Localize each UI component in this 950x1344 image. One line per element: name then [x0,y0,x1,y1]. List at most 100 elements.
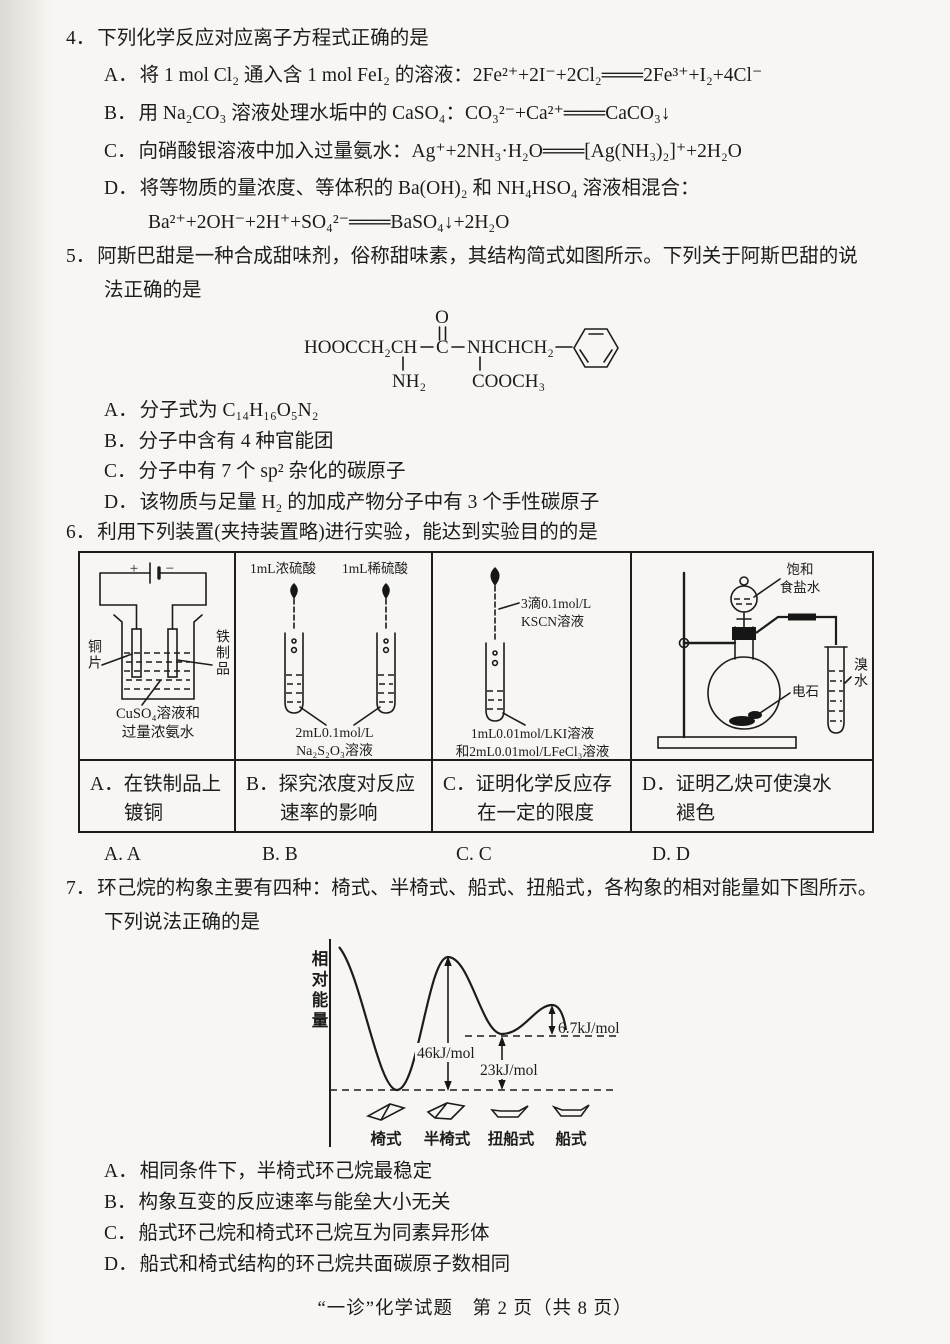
q7-option-b-label: B． [104,1192,137,1213]
q6-caption-b: B．探究浓度对反应 速率的影响 [236,761,433,831]
aspartame-structure-diagram: HOOCCH₂CH C O NHCHCH₂ NH₂ COOCH₃ [304,307,619,392]
q4-option-d-text: 将等物质的量浓度、等体积的 Ba(OH)₂ 和 NH₄HSO₄ 溶液相混合： [139,178,700,199]
q6-answer-c: C. C [456,844,492,865]
structure-carbonyl-o: O [435,307,449,328]
q7-option-d-label: D． [104,1254,138,1275]
bromine-water-label: 溴水 [852,657,867,689]
q4-option-b-label: B． [104,103,137,124]
iron-electrode-label: 铁制品 [214,629,229,677]
q4-option-a-text: 将 1 mol Cl₂ 通入含 1 mol FeI₂ 的溶液：2Fe²⁺+2I⁻… [139,65,763,86]
structure-amino-group: NH₂ [392,371,426,392]
energy-annotation-23: 23kJ/mol [480,1062,538,1079]
q4-stem: 4．下列化学反应对应离子方程式正确的是 [66,27,429,51]
q6-answer-b: B. B [262,844,298,865]
q6-stem: 6．利用下列装置(夹持装置略)进行实验，能达到实验目的的是 [66,521,598,545]
q4-option-b: B．用 Na₂CO₃ 溶液处理水垢中的 CaSO₄：CO₃²⁻+Ca²⁺═══C… [104,102,671,126]
q4-option-a: A．将 1 mol Cl₂ 通入含 1 mol FeI₂ 的溶液：2Fe²⁺+2… [104,64,762,88]
kscn-drop-label: 3滴0.1mol/L KSCN溶液 [521,596,592,629]
conformation-energy-diagram: 46kJ/mol 23kJ/mol 6.7kJ/mol 椅式 半椅式 扭船式 船… [329,939,620,1148]
calcium-carbide-label: 电石 [792,684,819,699]
q4-option-c-text: 向硝酸银溶液中加入过量氨水：Ag⁺+2NH₃·H₂O═══[Ag(NH₃)₂]⁺… [138,141,742,162]
q5-option-b: B．分子中含有 4 种官能团 [104,430,334,454]
battery-plus-sign: + [130,561,138,577]
q7-option-b: B．构象互变的反应速率与能垒大小无关 [104,1191,451,1215]
energy-axis-label: 相对能量 [309,950,327,1032]
q7-option-c-label: C． [104,1223,137,1244]
q7-number: 7． [66,878,96,899]
q7-option-c-text: 船式环己烷和椅式环己烷互为同素异形体 [138,1223,490,1244]
q5-option-b-text: 分子中含有 4 种官能团 [138,431,334,452]
q7-stem-text1: 环己烷的构象主要有四种：椅式、半椅式、船式、扭船式，各构象的相对能量如下图所示。 [97,878,878,899]
q5-stem-line1: 5．阿斯巴甜是一种合成甜味剂，俗称甜味素，其结构简式如图所示。下列关于阿斯巴甜的… [66,245,858,269]
q6-stem-text: 利用下列装置(夹持装置略)进行实验，能达到实验目的的是 [97,522,598,543]
q4-option-d-label: D． [104,178,138,199]
q5-option-a-text: 分子式为 C₁₄H₁₆O₅N₂ [139,400,319,421]
q6-cell-apparatus-d: 饱和 食盐水 电石 溴水 [632,553,872,761]
dropper-icon [490,567,500,667]
half-chair-conformer-icon [426,1102,466,1120]
chair-conformer-icon [365,1103,407,1121]
energy-annotation-6-7: 6.7kJ/mol [558,1020,620,1037]
structure-left-chain: HOOCCH₂CH [304,337,418,358]
q7-option-b-text: 构象互变的反应速率与能垒大小无关 [138,1192,451,1213]
q4-stem-text: 下列化学反应对应离子方程式正确的是 [97,28,429,49]
q6-cell-apparatus-c: 3滴0.1mol/L KSCN溶液 1mL0.01mol/LKI溶液 和2mL0… [433,553,632,761]
dropper-icon [382,583,390,654]
dilute-acid-label: 1mL稀硫酸 [342,561,408,576]
copper-electrode-label: 铜片 [86,639,101,671]
q7-option-c: C．船式环己烷和椅式环己烷互为同素异形体 [104,1222,490,1246]
q6-answer-d: D. D [652,844,690,865]
half-chair-label: 半椅式 [424,1129,471,1148]
saturated-brine-label: 饱和 食盐水 [779,562,821,595]
q7-stem-line1: 7．环己烷的构象主要有四种：椅式、半椅式、船式、扭船式，各构象的相对能量如下图所… [66,877,877,901]
q6-caption-d: D．证明乙炔可使溴水 褪色 [642,774,832,825]
structure-right-chain: NHCHCH₂ [467,337,554,358]
battery-minus-sign: − [166,561,174,577]
boat-conformer-icon [551,1104,590,1117]
structure-carbonyl-c: C [436,337,449,358]
test-tube-pair-diagram [284,583,396,726]
q5-option-a: A．分子式为 C₁₄H₁₆O₅N₂ [104,399,319,423]
q4-option-b-text: 用 Na₂CO₃ 溶液处理水垢中的 CaSO₄：CO₃²⁻+Ca²⁺═══CaC… [138,103,671,124]
q6-answer-a: A. A [104,844,141,865]
q7-option-d: D．船式和椅式结构的环己烷共面碳原子数相同 [104,1253,510,1277]
q4-option-c: C．向硝酸银溶液中加入过量氨水：Ag⁺+2NH₃·H₂O═══[Ag(NH₃)₂… [104,140,742,164]
cell-a-solution-label: CuSO₄溶液和 过量浓氨水 [115,706,200,741]
chair-label: 椅式 [370,1129,402,1148]
q5-option-b-label: B． [104,431,137,452]
q5-option-d-text: 该物质与足量 H₂ 的加成产物分子中有 3 个手性碳原子 [139,492,600,513]
cell-b-solution-label: 2mL0.1mol/L Na₂S₂O₃溶液 [295,726,374,760]
q5-number: 5． [66,246,96,267]
q5-stem-line2: 法正确的是 [104,280,202,301]
kscn-test-tube-diagram [485,567,526,726]
q4-option-d-equation: Ba²⁺+2OH⁻+2H⁺+SO₄²⁻═══BaSO₄↓+2H₂O [148,212,510,233]
twist-boat-label: 扭船式 [488,1129,535,1148]
q5-option-c: C．分子中有 7 个 sp² 杂化的碳原子 [104,460,405,484]
q7-option-a: A．相同条件下，半椅式环己烷最稳定 [104,1160,432,1184]
q5-option-c-text: 分子中有 7 个 sp² 杂化的碳原子 [138,461,406,482]
conc-acid-label: 1mL浓硫酸 [250,561,316,576]
q5-option-c-label: C． [104,461,137,482]
dropper-icon [290,583,298,654]
q4-number: 4． [66,28,96,49]
q7-stem-line2: 下列说法正确的是 [104,912,261,933]
energy-annotation-46: 46kJ/mol [417,1045,475,1062]
q6-table: + − 铜片 铁制品 CuSO₄溶液和 过量浓氨 [78,551,874,833]
cell-c-solution-label: 1mL0.01mol/LKI溶液 和2mL0.01mol/LFeCl₃溶液 [455,726,610,759]
page-footer: “一诊”化学试题 第 2 页（共 8 页） [317,1299,633,1319]
benzene-ring-icon [573,328,619,368]
q6-caption-c: C．证明化学反应存 在一定的限度 [433,761,632,831]
q6-cell-apparatus-a: + − 铜片 铁制品 CuSO₄溶液和 过量浓氨 [80,553,236,761]
q4-option-d: D．将等物质的量浓度、等体积的 Ba(OH)₂ 和 NH₄HSO₄ 溶液相混合： [104,177,699,201]
electroplating-apparatus-diagram: + − [99,561,213,706]
q7-option-a-label: A． [104,1161,138,1182]
q5-option-d-label: D． [104,492,138,513]
q4-option-c-label: C． [104,141,137,162]
boat-label: 船式 [555,1129,587,1148]
acetylene-apparatus-diagram [657,571,852,749]
q6-cell-apparatus-b: 1mL浓硫酸 1mL稀硫酸 2mL0.1mol/L Na₂S₂O₃溶液 [236,553,433,761]
q5-option-d: D．该物质与足量 H₂ 的加成产物分子中有 3 个手性碳原子 [104,491,599,515]
q6-number: 6． [66,522,96,543]
q7-option-a-text: 相同条件下，半椅式环己烷最稳定 [139,1161,433,1182]
